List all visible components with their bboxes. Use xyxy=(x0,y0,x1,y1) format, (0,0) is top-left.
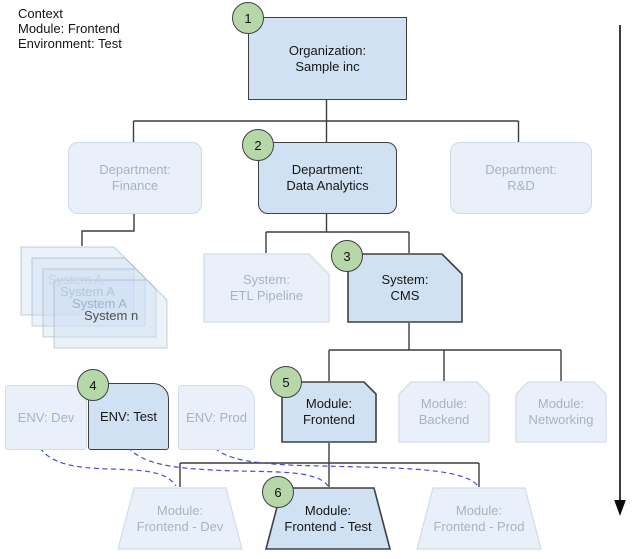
stack-label-system-a1: System A xyxy=(48,272,103,287)
node-label: ENV: Test xyxy=(99,408,158,424)
node-department-data-analytics[interactable]: Department: Data Analytics xyxy=(258,142,397,214)
node-department-finance[interactable]: Department: Finance xyxy=(68,142,202,214)
node-label: System: xyxy=(381,272,429,287)
node-label: System: xyxy=(243,272,290,287)
step-badge-3: 3 xyxy=(331,240,363,272)
node-label: Networking xyxy=(528,412,594,427)
context-environment: Environment: Test xyxy=(18,36,122,51)
node-label: Module: xyxy=(304,502,352,518)
context-module: Module: Frontend xyxy=(18,21,120,36)
node-env-prod[interactable]: ENV: Prod xyxy=(178,385,255,450)
node-system-stack-2[interactable] xyxy=(31,257,146,327)
node-label: Backend xyxy=(418,412,470,427)
node-label: Finance xyxy=(111,178,159,193)
badge-number: 3 xyxy=(343,248,351,264)
node-label: Department: xyxy=(99,162,171,177)
node-organization[interactable]: Organization: Sample inc xyxy=(248,17,407,100)
node-system-stack-1[interactable] xyxy=(20,246,135,316)
context-title: Context xyxy=(18,6,63,21)
node-label: ENV: Prod xyxy=(186,409,247,425)
node-label: Frontend - Test xyxy=(284,518,372,534)
node-label: Organization: xyxy=(288,42,367,58)
node-system-stack-3[interactable] xyxy=(42,268,157,338)
node-module-frontend-prod[interactable]: Module: Frontend - Prod xyxy=(416,487,542,550)
node-department-rd[interactable]: Department: R&D xyxy=(450,142,592,214)
node-system-etl-pipeline[interactable]: System: ETL Pipeline xyxy=(203,253,330,323)
node-label: ENV: Dev xyxy=(17,409,75,425)
node-module-frontend-test[interactable]: Module: Frontend - Test xyxy=(265,487,391,550)
node-label: Department: xyxy=(291,162,364,177)
badge-number: 5 xyxy=(282,374,290,390)
down-arrow-icon xyxy=(614,25,626,516)
node-module-backend[interactable]: Module: Backend xyxy=(398,381,490,443)
step-badge-4: 4 xyxy=(77,369,109,401)
step-badge-5: 5 xyxy=(270,366,302,398)
badge-number: 4 xyxy=(89,377,97,393)
step-badge-1: 1 xyxy=(232,2,264,34)
badge-number: 1 xyxy=(244,10,252,26)
stack-label-system-a2: System A xyxy=(60,284,115,299)
node-label: Data Analytics xyxy=(286,178,369,193)
node-label: Sample inc xyxy=(295,58,360,74)
step-badge-2: 2 xyxy=(242,129,274,161)
node-module-frontend-dev[interactable]: Module: Frontend - Dev xyxy=(117,487,243,550)
node-label: Frontend xyxy=(302,412,356,427)
node-label: R&D xyxy=(507,178,535,193)
node-system-stack-n[interactable] xyxy=(53,279,168,349)
node-label: Frontend - Prod xyxy=(433,518,525,534)
node-label: Module: xyxy=(537,396,585,411)
node-module-frontend[interactable]: Module: Frontend xyxy=(281,381,377,443)
node-label: Module: xyxy=(420,396,468,411)
node-label: Department: xyxy=(485,162,557,177)
node-label: Module: xyxy=(156,502,204,518)
env-instance-dashed-links xyxy=(39,446,479,487)
node-label: CMS xyxy=(390,288,420,303)
node-module-networking[interactable]: Module: Networking xyxy=(515,381,607,443)
stack-label-system-n: System n xyxy=(84,308,139,323)
node-label: Frontend - Dev xyxy=(136,518,224,534)
node-system-cms[interactable]: System: CMS xyxy=(347,253,463,323)
context-note: Context Module: Frontend Environment: Te… xyxy=(18,6,122,51)
badge-number: 2 xyxy=(254,137,262,153)
node-label: Module: xyxy=(305,396,353,411)
node-label: ETL Pipeline xyxy=(229,288,304,303)
stack-label-system-a3: System A xyxy=(72,296,127,311)
node-env-dev[interactable]: ENV: Dev xyxy=(5,385,87,450)
step-badge-6: 6 xyxy=(262,476,294,508)
node-label: Module: xyxy=(455,502,503,518)
badge-number: 6 xyxy=(274,484,282,500)
